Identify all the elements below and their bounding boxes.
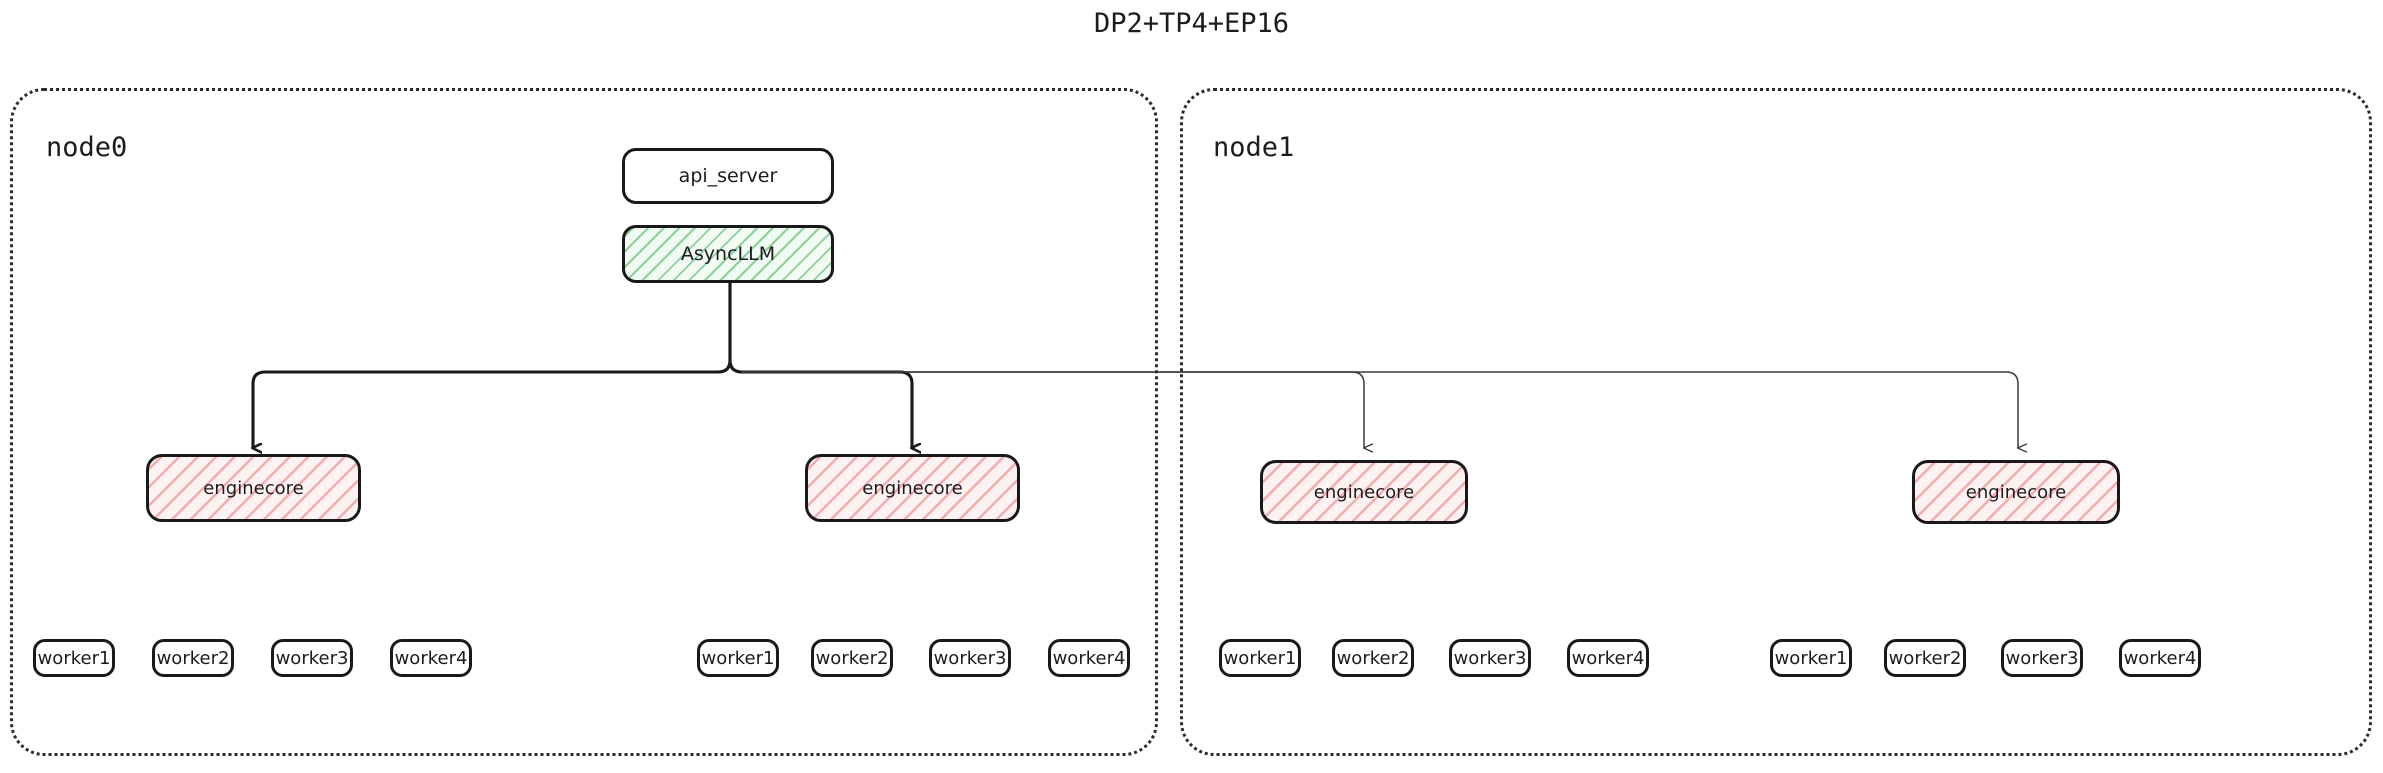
worker-label: worker4 [2123, 647, 2197, 669]
worker-box-0-0-3[interactable]: worker4 [390, 639, 472, 677]
api-server-label: api_server [678, 165, 778, 187]
worker-label: worker3 [275, 647, 349, 669]
enginecore-box-1-0[interactable]: enginecore [1260, 460, 1468, 524]
worker-box-0-0-2[interactable]: worker3 [271, 639, 353, 677]
enginecore-label: enginecore [862, 477, 963, 499]
worker-label: worker2 [1336, 647, 1410, 669]
worker-box-1-0-2[interactable]: worker3 [1449, 639, 1531, 677]
worker-box-1-0-1[interactable]: worker2 [1332, 639, 1414, 677]
worker-box-1-0-0[interactable]: worker1 [1219, 639, 1301, 677]
worker-label: worker2 [1888, 647, 1962, 669]
node-group-node0 [10, 88, 1158, 756]
worker-label: worker2 [156, 647, 230, 669]
worker-box-0-1-1[interactable]: worker2 [811, 639, 893, 677]
worker-label: worker3 [933, 647, 1007, 669]
node-label-node1: node1 [1213, 132, 1295, 163]
worker-label: worker4 [394, 647, 468, 669]
api-server-box[interactable]: api_server [622, 148, 834, 204]
worker-box-0-1-0[interactable]: worker1 [697, 639, 779, 677]
worker-box-1-1-3[interactable]: worker4 [2119, 639, 2201, 677]
enginecore-label: enginecore [1313, 481, 1415, 503]
enginecore-box-0-0[interactable]: enginecore [146, 454, 361, 522]
node-group-node1 [1180, 88, 2372, 756]
enginecore-box-1-1[interactable]: enginecore [1912, 460, 2120, 524]
worker-label: worker2 [815, 647, 889, 669]
worker-label: worker4 [1571, 647, 1645, 669]
worker-label: worker4 [1052, 647, 1126, 669]
worker-box-0-0-1[interactable]: worker2 [152, 639, 234, 677]
page-title: DP2+TP4+EP16 [1093, 8, 1290, 39]
worker-label: worker3 [2005, 647, 2079, 669]
worker-label: worker1 [701, 647, 775, 669]
worker-box-0-1-2[interactable]: worker3 [929, 639, 1011, 677]
worker-label: worker1 [37, 647, 111, 669]
worker-box-1-1-0[interactable]: worker1 [1770, 639, 1852, 677]
asyncllm-label: AsyncLLM [680, 243, 776, 265]
worker-label: worker1 [1223, 647, 1297, 669]
node-label-node0: node0 [46, 132, 128, 163]
worker-box-1-1-1[interactable]: worker2 [1884, 639, 1966, 677]
enginecore-label: enginecore [203, 477, 304, 499]
worker-box-1-0-3[interactable]: worker4 [1567, 639, 1649, 677]
worker-label: worker1 [1774, 647, 1848, 669]
asyncllm-box[interactable]: AsyncLLM [622, 225, 834, 283]
enginecore-box-0-1[interactable]: enginecore [805, 454, 1020, 522]
worker-box-0-1-3[interactable]: worker4 [1048, 639, 1130, 677]
worker-box-0-0-0[interactable]: worker1 [33, 639, 115, 677]
worker-box-1-1-2[interactable]: worker3 [2001, 639, 2083, 677]
enginecore-label: enginecore [1965, 481, 2067, 503]
worker-label: worker3 [1453, 647, 1527, 669]
